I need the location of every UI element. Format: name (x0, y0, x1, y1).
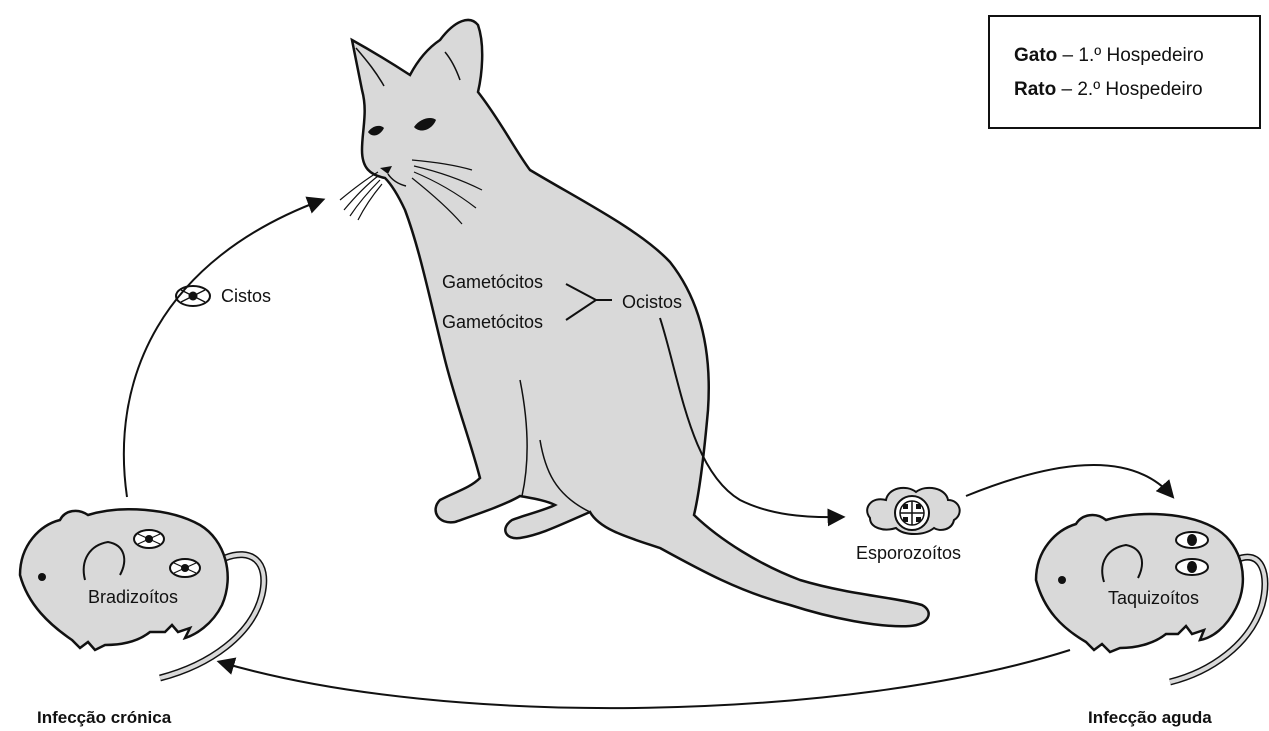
legend-rat-role: – 2.º Hospedeiro (1056, 79, 1202, 100)
mouse-right-body (1036, 514, 1243, 652)
cyst-symbol (176, 286, 210, 306)
legend-row-rat: Rato – 2.º Hospedeiro (1014, 79, 1203, 101)
infeccao-aguda-label: Infecção aguda (1088, 708, 1212, 728)
mouse-left-eye (38, 573, 46, 581)
mouse-left-body (20, 509, 228, 650)
cistos-label: Cistos (221, 286, 271, 307)
gametocitos-label-2: Gametócitos (442, 312, 543, 333)
esporozoitos-label: Esporozoítos (856, 543, 961, 564)
legend-cat-role: – 1.º Hospedeiro (1057, 45, 1203, 66)
sporulated-oocyst-icon (867, 488, 960, 534)
cat-body (352, 20, 929, 626)
infeccao-cronica-label: Infecção crónica (37, 708, 171, 728)
legend-cat-label: Gato (1014, 45, 1057, 66)
ocistos-label: Ocistos (622, 292, 682, 313)
arrow-acute-to-chronic (220, 650, 1070, 708)
taquizoitos-label: Taquizoítos (1108, 588, 1199, 609)
bradizoitos-label: Bradizoítos (88, 587, 178, 608)
arrow-sporozoites-to-mouse (966, 465, 1172, 496)
legend-row-cat: Gato – 1.º Hospedeiro (1014, 45, 1204, 67)
cat-whiskers-left (340, 172, 382, 220)
host-legend-box: Gato – 1.º Hospedeiro Rato – 2.º Hospede… (988, 15, 1261, 129)
arrow-cysts-to-cat (124, 200, 322, 497)
mouse-right-eye (1058, 576, 1066, 584)
cat-illustration (340, 20, 929, 626)
legend-rat-label: Rato (1014, 79, 1056, 100)
gametocitos-label-1: Gametócitos (442, 272, 543, 293)
